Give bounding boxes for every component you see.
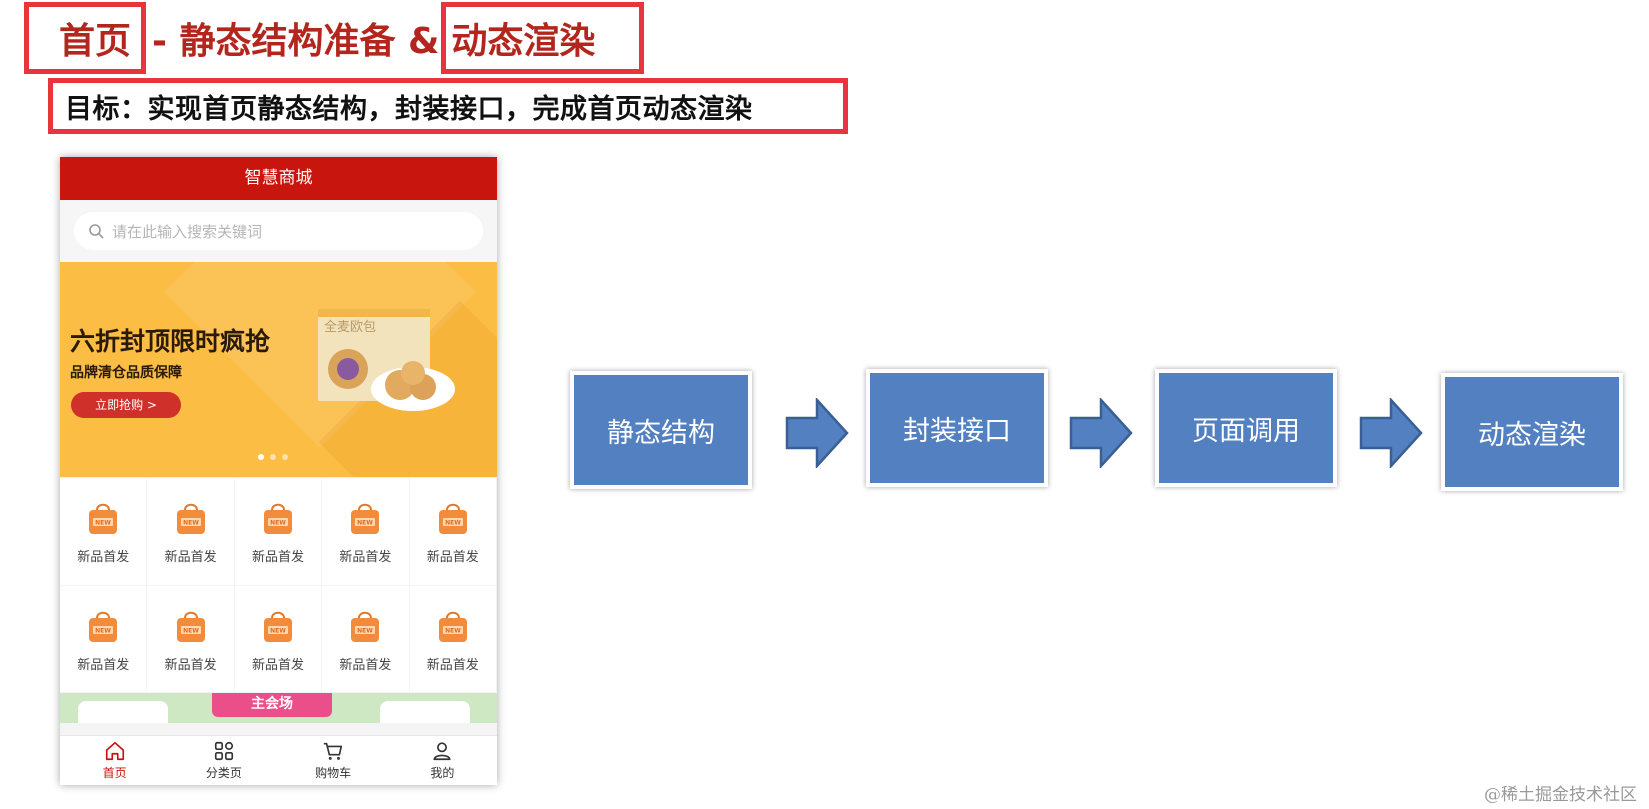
promo-card[interactable] bbox=[78, 701, 168, 723]
goal-text: 目标：实现首页静态结构，封装接口，完成首页动态渲染 bbox=[65, 93, 753, 125]
buy-now-button[interactable]: 立即抢购 > bbox=[71, 392, 181, 418]
grid-item-label: 新品首发 bbox=[77, 657, 130, 673]
grid-item-new-arrivals[interactable]: NEW 新品首发 bbox=[409, 585, 497, 693]
home-icon bbox=[105, 741, 124, 761]
title-highlight-box-1: 首页 bbox=[24, 2, 146, 74]
title-part-2: 动态渲染 bbox=[451, 21, 596, 62]
grid-item-new-arrivals[interactable]: NEW 新品首发 bbox=[147, 478, 235, 586]
shopping-bag-icon: NEW bbox=[176, 611, 205, 642]
flow-step-label: 动态渲染 bbox=[1478, 419, 1586, 451]
grid-item-label: 新品首发 bbox=[426, 550, 479, 565]
search-input[interactable]: 请在此输入搜索关键词 bbox=[74, 212, 483, 250]
flow-arrow-icon bbox=[1069, 398, 1133, 468]
grid-item-label: 新品首发 bbox=[164, 657, 217, 673]
title-middle: - 静态结构准备 & bbox=[152, 21, 440, 62]
flow-step-label: 封装接口 bbox=[903, 415, 1011, 447]
shopping-bag-icon: NEW bbox=[351, 611, 380, 642]
tab-label: 分类页 bbox=[205, 766, 242, 780]
tab-profile[interactable]: 我的 bbox=[388, 736, 497, 785]
grid-item-label: 新品首发 bbox=[164, 550, 217, 565]
carousel-dot[interactable] bbox=[270, 454, 276, 460]
cart-icon bbox=[323, 742, 343, 760]
grid-item-label: 新品首发 bbox=[251, 657, 304, 673]
promo-card[interactable] bbox=[380, 701, 470, 723]
grid-item-new-arrivals[interactable]: NEW 新品首发 bbox=[322, 585, 410, 693]
tab-cart[interactable]: 购物车 bbox=[279, 736, 388, 785]
shopping-bag-icon: NEW bbox=[438, 611, 467, 642]
bottom-tab-bar: 首页 分类页 购物车 我的 bbox=[60, 735, 497, 785]
grid-item-new-arrivals[interactable]: NEW 新品首发 bbox=[409, 478, 497, 586]
svg-text:NEW: NEW bbox=[358, 520, 374, 527]
svg-text:NEW: NEW bbox=[183, 520, 199, 527]
grid-item-label: 新品首发 bbox=[426, 657, 479, 673]
shopping-bag-icon: NEW bbox=[176, 503, 205, 534]
flow-arrow-icon bbox=[1359, 398, 1423, 468]
bread-product-image: 全麦欧包 bbox=[318, 309, 455, 411]
grid-item-new-arrivals[interactable]: NEW 新品首发 bbox=[147, 585, 235, 693]
shopping-bag-icon: NEW bbox=[438, 503, 467, 534]
promo-banner[interactable]: 六折封顶限时疯抢 品牌清仓品质保障 立即抢购 > 全麦欧包 bbox=[60, 262, 497, 477]
title-part-1: 首页 bbox=[59, 21, 132, 62]
grid-item-label: 新品首发 bbox=[339, 550, 392, 565]
app-header: 智慧商城 bbox=[60, 157, 497, 200]
flow-step-page-call: 页面调用 bbox=[1155, 369, 1337, 487]
banner-title: 六折封顶限时疯抢 bbox=[70, 327, 271, 356]
shopping-bag-icon: NEW bbox=[351, 503, 380, 534]
grid-item-new-arrivals[interactable]: NEW 新品首发 bbox=[60, 478, 148, 586]
category-grid: NEW 新品首发 NEW 新品首发 NEW 新品首发 NEW 新品首发 NEW 新品首发 NEW 新品… bbox=[60, 477, 497, 693]
search-icon bbox=[89, 224, 104, 239]
tab-label: 购物车 bbox=[315, 766, 352, 780]
svg-text:NEW: NEW bbox=[270, 627, 286, 634]
product-label: 全麦欧包 bbox=[324, 319, 376, 335]
user-icon bbox=[433, 742, 451, 761]
promo-section: 主会场 bbox=[60, 693, 497, 723]
grid-item-new-arrivals[interactable]: NEW 新品首发 bbox=[60, 585, 148, 693]
shopping-bag-icon: NEW bbox=[89, 611, 118, 642]
grid-item-new-arrivals[interactable]: NEW 新品首发 bbox=[234, 478, 323, 586]
flow-step-dynamic-render: 动态渲染 bbox=[1441, 373, 1623, 491]
svg-text:NEW: NEW bbox=[270, 520, 286, 527]
watermark: @稀土掘金技术社区 bbox=[1484, 785, 1637, 805]
search-placeholder: 请在此输入搜索关键词 bbox=[112, 222, 263, 241]
carousel-dots bbox=[258, 454, 288, 460]
tab-label: 我的 bbox=[430, 766, 455, 780]
grid-item-new-arrivals[interactable]: NEW 新品首发 bbox=[234, 585, 323, 693]
grid-item-new-arrivals[interactable]: NEW 新品首发 bbox=[322, 478, 410, 586]
phone-mockup: 智慧商城 请在此输入搜索关键词 六折封顶限时疯抢 品牌清仓品质保障 立即抢购 >… bbox=[60, 157, 497, 785]
title-highlight-box-2: 动态渲染 bbox=[441, 2, 645, 74]
shopping-bag-icon: NEW bbox=[89, 503, 118, 534]
app-title: 智慧商城 bbox=[244, 168, 313, 188]
search-bar: 请在此输入搜索关键词 bbox=[60, 200, 497, 262]
flow-step-label: 静态结构 bbox=[607, 417, 715, 449]
grid-item-label: 新品首发 bbox=[339, 657, 392, 673]
slide-title: 首页 - 静态结构准备 & 动态渲染 bbox=[24, 2, 645, 74]
svg-text:NEW: NEW bbox=[445, 627, 461, 634]
svg-text:NEW: NEW bbox=[95, 627, 111, 634]
shopping-bag-icon: NEW bbox=[263, 611, 292, 642]
svg-text:NEW: NEW bbox=[95, 520, 111, 527]
tab-home[interactable]: 首页 bbox=[60, 736, 169, 785]
grid-item-label: 新品首发 bbox=[251, 550, 304, 565]
flow-step-wrap-api: 封装接口 bbox=[866, 369, 1048, 487]
tab-label: 首页 bbox=[102, 766, 127, 780]
banner-subtitle: 品牌清仓品质保障 bbox=[70, 365, 182, 381]
svg-text:NEW: NEW bbox=[445, 520, 461, 527]
grid-item-label: 新品首发 bbox=[77, 550, 130, 565]
tab-category[interactable]: 分类页 bbox=[169, 736, 278, 785]
flow-arrow-icon bbox=[785, 398, 849, 468]
carousel-dot[interactable] bbox=[282, 454, 288, 460]
svg-text:NEW: NEW bbox=[358, 627, 374, 634]
category-icon bbox=[214, 741, 233, 761]
shopping-bag-icon: NEW bbox=[263, 503, 292, 534]
flow-step-static-structure: 静态结构 bbox=[570, 371, 752, 489]
main-venue-tag[interactable]: 主会场 bbox=[212, 693, 332, 717]
flow-step-label: 页面调用 bbox=[1192, 415, 1300, 447]
goal-box: 目标：实现首页静态结构，封装接口，完成首页动态渲染 bbox=[48, 78, 848, 134]
svg-text:NEW: NEW bbox=[183, 627, 199, 634]
carousel-dot[interactable] bbox=[258, 454, 264, 460]
